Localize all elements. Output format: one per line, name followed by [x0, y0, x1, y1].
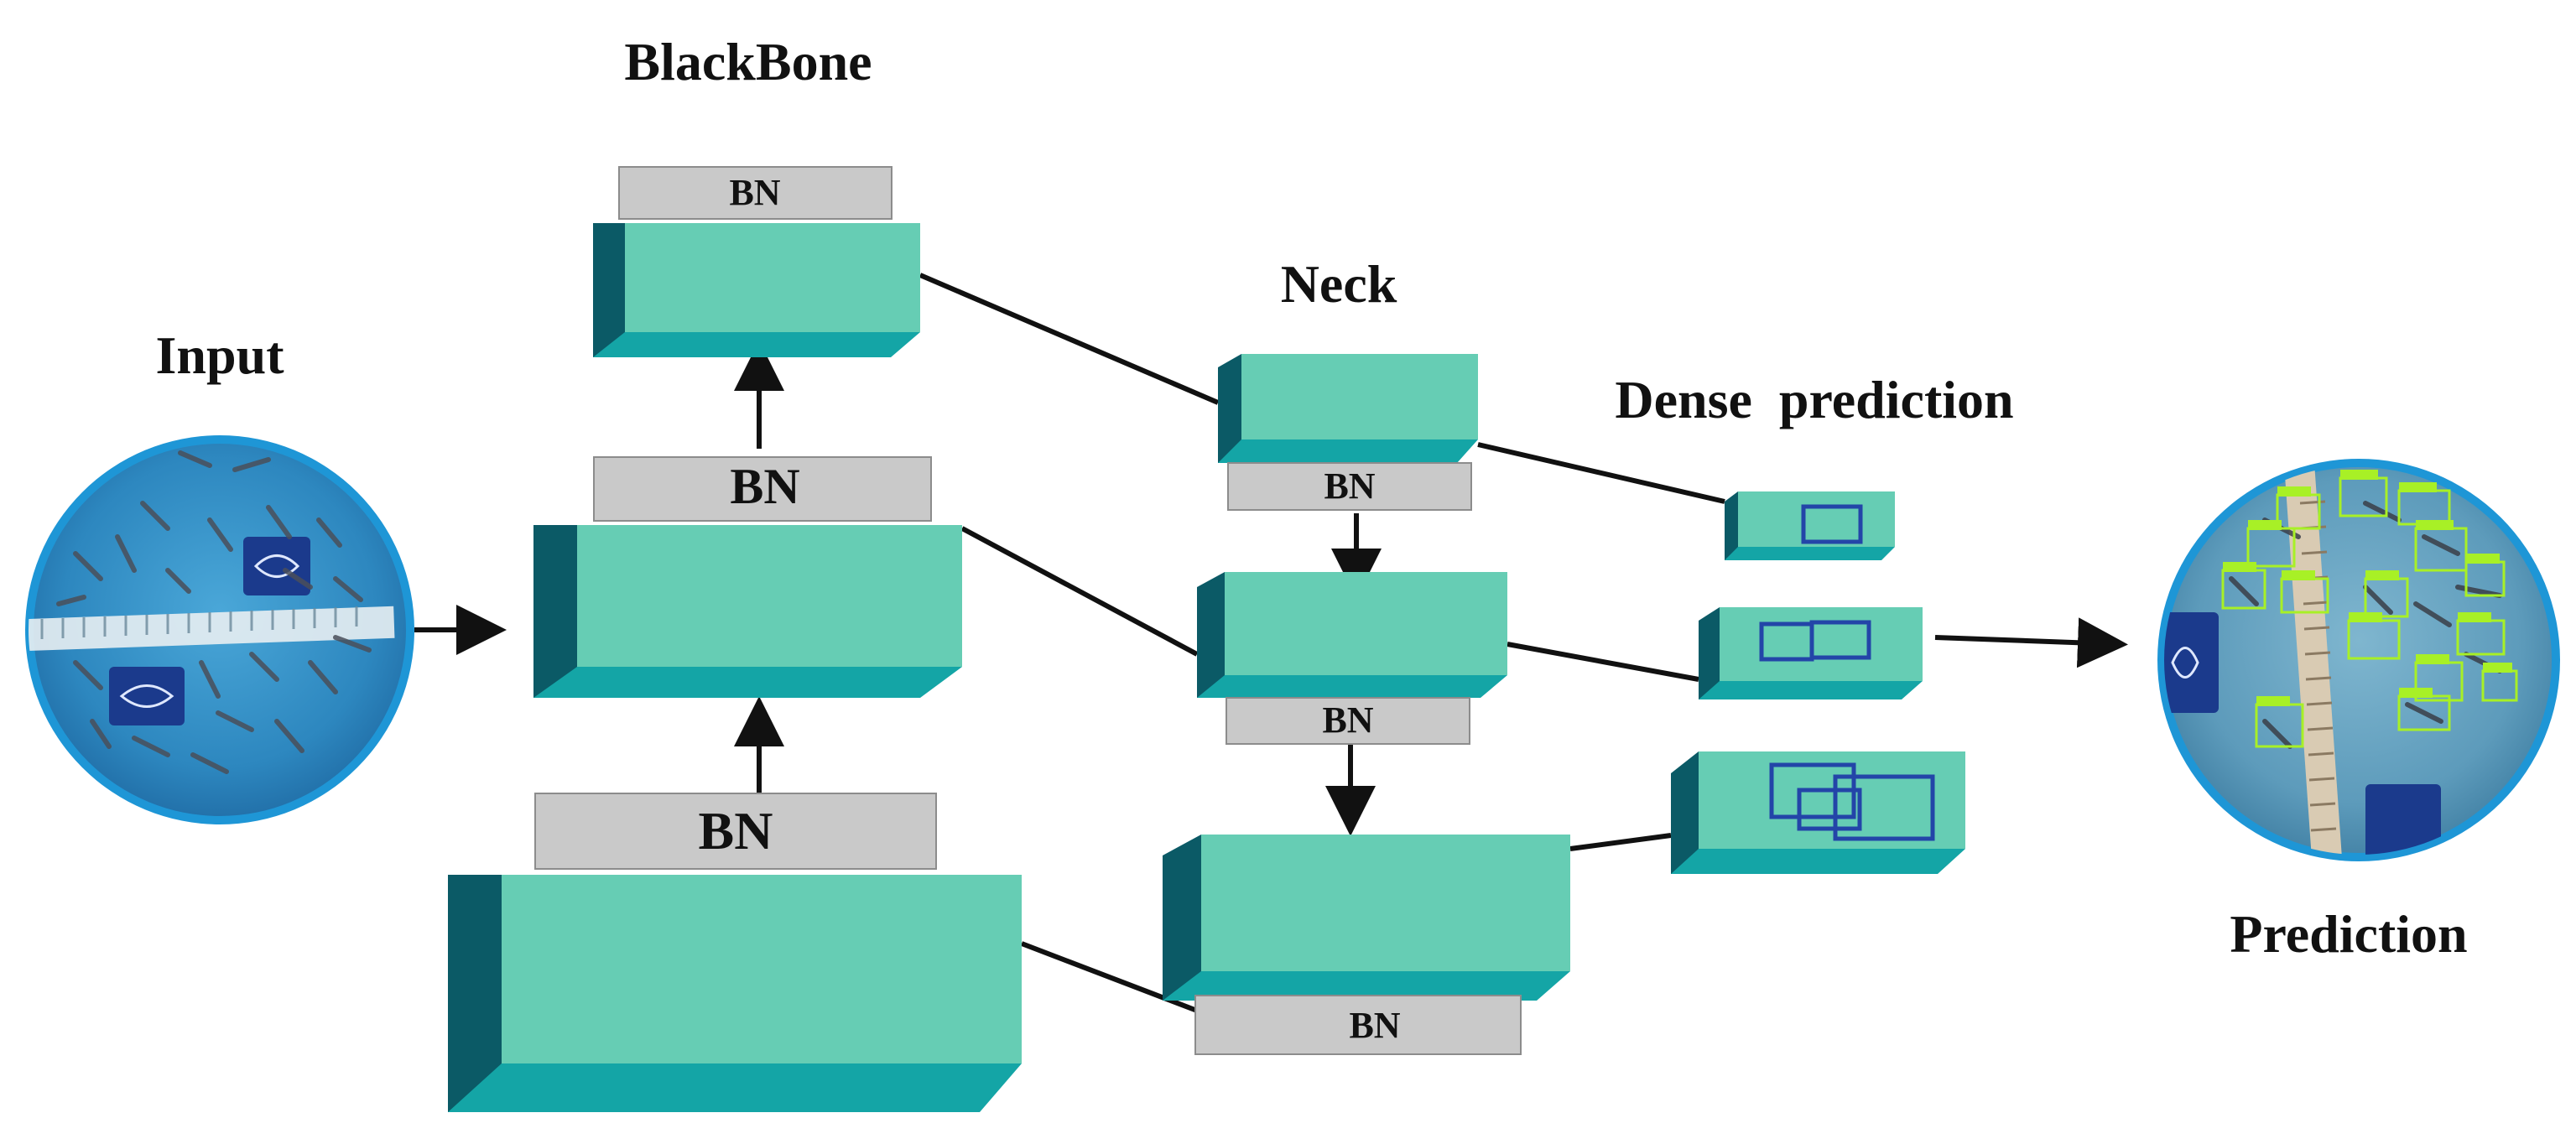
- dense-prediction-title: Dense prediction: [1615, 370, 2013, 429]
- neck-block-bottom: [1163, 835, 1570, 1001]
- anchor-box-outline: [1833, 774, 1935, 841]
- backbone-block-middle: [533, 525, 962, 698]
- input-image: [25, 435, 414, 824]
- prediction-image: [2157, 459, 2560, 861]
- neck-block-middle: [1197, 572, 1507, 698]
- anchor-box-outline: [1809, 620, 1871, 660]
- bn-label: BN: [1349, 1005, 1400, 1046]
- bn-label: BN: [1322, 699, 1373, 741]
- prediction-title: Prediction: [2230, 904, 2467, 964]
- anchor-box-outline: [1801, 504, 1863, 544]
- bn-label: BN: [729, 172, 780, 213]
- neck-block-top: [1218, 354, 1478, 463]
- bn-label: BN: [1324, 465, 1375, 507]
- backbone-block-bottom: [448, 875, 1022, 1112]
- backbone-block-top: [593, 223, 920, 357]
- bn-bar-backbone-middle: BN: [593, 456, 932, 522]
- backbone-title: BlackBone: [624, 32, 872, 91]
- anchor-box-outline: [1797, 788, 1862, 831]
- dense-block-small: [1725, 491, 1895, 560]
- bn-bar-neck-bottom: BN: [1194, 995, 1522, 1055]
- neck-title: Neck: [1281, 254, 1397, 314]
- bn-label: BN: [699, 801, 773, 861]
- dense-block-large: [1671, 751, 1965, 874]
- connector-lines: [919, 273, 1725, 1013]
- bn-bar-neck-middle: BN: [1226, 697, 1470, 745]
- bn-label: BN: [730, 459, 799, 514]
- dense-block-medium: [1699, 607, 1923, 699]
- bn-bar-neck-top: BN: [1227, 462, 1472, 511]
- bn-bar-backbone-top: BN: [618, 166, 892, 220]
- bn-bar-backbone-bottom: BN: [534, 793, 937, 870]
- dense-to-prediction-arrow: [1934, 617, 2128, 668]
- input-title: Input: [156, 325, 285, 385]
